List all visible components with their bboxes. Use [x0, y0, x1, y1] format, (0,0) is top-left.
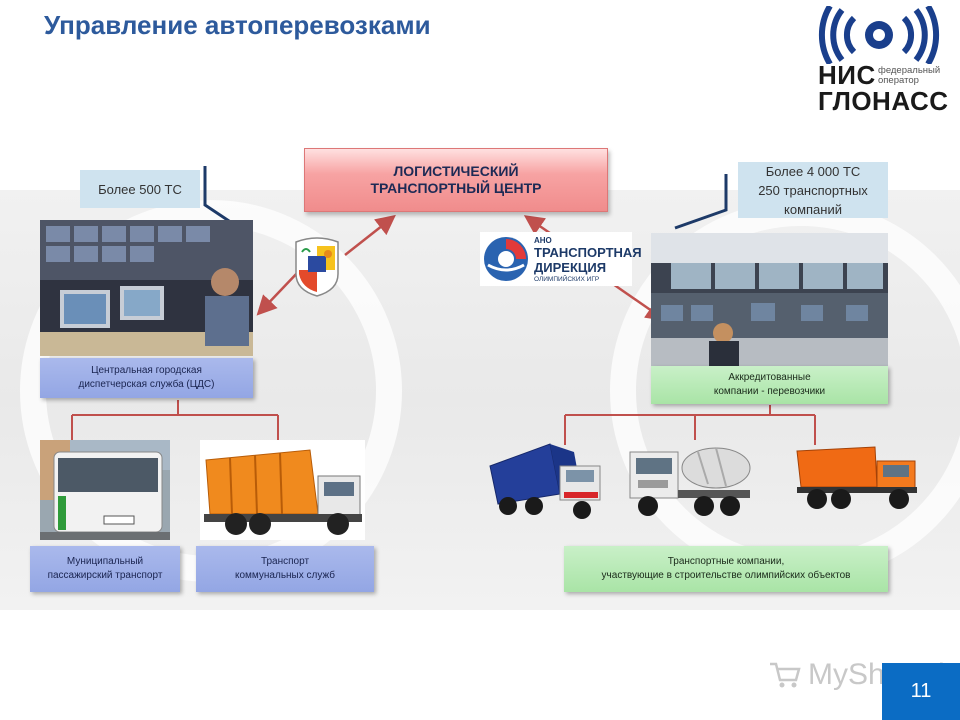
logo-text-glonass: ГЛОНАСС [818, 86, 949, 116]
logo-text-nis: НИС [818, 60, 876, 90]
left-stat-text: Более 500 ТС [98, 181, 182, 197]
bus-photo [40, 440, 170, 540]
utility-label-line2: коммунальных служб [234, 570, 335, 581]
blue-truck-image [489, 443, 601, 519]
logo-text-sub2: оператор [878, 75, 919, 86]
utility-label: Транспорт коммунальных служб [196, 546, 374, 592]
carriers-label-line1: Аккредитованные [728, 372, 811, 383]
right-stat-line3: компаний [784, 201, 842, 217]
logistics-center-box: ЛОГИСТИЧЕСКИЙ ТРАНСПОРТНЫЙ ЦЕНТР [304, 148, 608, 212]
garbage-truck-photo [200, 440, 365, 540]
direction-globe-icon [484, 237, 528, 281]
municipal-label-line1: Муниципальный [66, 556, 144, 567]
concrete-mixer-image-body [629, 447, 751, 516]
logistics-center-line1: ЛОГИСТИЧЕСКИЙ [393, 163, 519, 179]
nis-glonass-logo: НИС федеральный оператор ГЛОНАСС [812, 6, 952, 114]
logo-text-sub1: федеральный [878, 65, 941, 76]
utility-label-line1: Транспорт [260, 556, 310, 567]
direction-text-line4: ОЛИМПИЙСКИХ ИГР [534, 276, 600, 283]
sochi-coat-of-arms-icon [295, 237, 339, 297]
dispatch-center-photo [40, 220, 253, 356]
right-stat-box: Более 4 000 ТС 250 транспортных компаний [738, 162, 888, 218]
direction-text-line2: ТРАНСПОРТНАЯ [534, 245, 642, 260]
page-number: 11 [882, 663, 960, 720]
carriers-label-line2: компании - перевозчики [713, 386, 826, 397]
direction-text-line3: ДИРЕКЦИЯ [534, 260, 607, 275]
right-stat-line2: 250 транспортных [758, 182, 868, 198]
concrete-mixer-image [0, 0, 128, 84]
cart-icon [770, 662, 801, 688]
municipal-label: Муниципальный пассажирский транспорт [30, 546, 180, 592]
direction-text-ano: АНО [534, 236, 552, 245]
left-stat-box: Более 500 ТС [80, 170, 200, 208]
cds-label-line2: диспетчерская служба (ЦДС) [78, 379, 215, 390]
glonass-arcs-icon [818, 6, 940, 64]
municipal-label-line2: пассажирский транспорт [47, 570, 163, 581]
logistics-center-line2: ТРАНСПОРТНЫЙ ЦЕНТР [370, 180, 542, 196]
carriers-label: Аккредитованные компании - перевозчики [651, 366, 888, 404]
olympic-companies-label: Транспортные компании, участвующие в стр… [564, 546, 888, 592]
page-title: Управление автоперевозками [44, 10, 431, 40]
olympic-label-line2: участвующие в строительстве олимпийских … [601, 570, 851, 581]
transport-direction-logo: АНО ТРАНСПОРТНАЯ ДИРЕКЦИЯ ОЛИМПИЙСКИХ ИГ… [480, 232, 642, 286]
olympic-label-line1: Транспортные компании, [667, 556, 785, 567]
dump-truck-image [796, 446, 917, 509]
cds-label-line1: Центральная городская [91, 365, 202, 376]
right-stat-line1: Более 4 000 ТС [765, 163, 861, 179]
cds-label: Центральная городская диспетчерская служ… [40, 358, 253, 398]
control-room-photo [651, 233, 888, 366]
